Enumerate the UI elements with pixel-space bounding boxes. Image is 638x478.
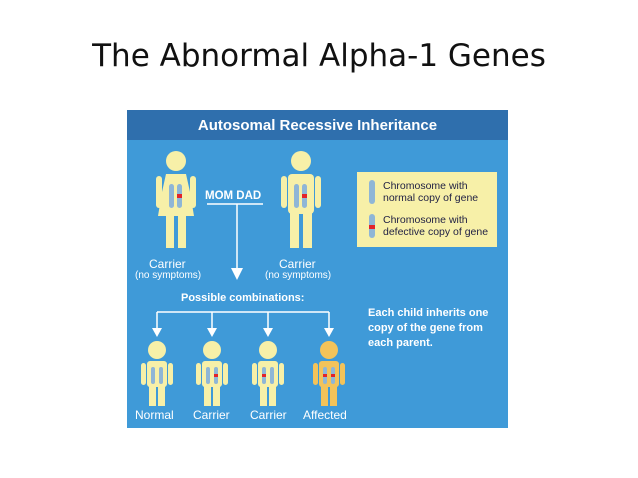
mom-note: (no symptoms) bbox=[135, 270, 202, 281]
dad-figure bbox=[281, 151, 321, 248]
banner-title: Autosomal Recessive Inheritance bbox=[197, 117, 438, 134]
mom-status: Carrier bbox=[149, 257, 186, 271]
child-carrier-1-figure bbox=[196, 341, 228, 406]
child-label-carrier-2: Carrier bbox=[250, 408, 287, 422]
legend-box: Chromosome with normal copy of gene Chro… bbox=[357, 172, 497, 247]
connector-lines bbox=[152, 203, 334, 337]
child-label-affected: Affected bbox=[303, 408, 347, 422]
child-label-carrier-1: Carrier bbox=[193, 408, 230, 422]
inheritance-diagram: Autosomal Recessive Inheritance bbox=[127, 110, 508, 428]
child-label-normal: Normal bbox=[135, 408, 174, 422]
explanation-text: Each child inherits one copy of the gene… bbox=[368, 307, 489, 349]
defective-chromosome-icon bbox=[369, 214, 375, 238]
child-normal-figure bbox=[141, 341, 173, 406]
diagram-banner: Autosomal Recessive Inheritance bbox=[127, 110, 508, 140]
dad-status: Carrier bbox=[279, 257, 316, 271]
combinations-label: Possible combinations: bbox=[181, 292, 305, 304]
legend-normal-text: Chromosome with normal copy of gene bbox=[383, 180, 479, 204]
mom-figure bbox=[156, 151, 196, 248]
slide-title: The Abnormal Alpha-1 Genes bbox=[92, 38, 546, 74]
child-carrier-2-figure bbox=[252, 341, 284, 406]
normal-chromosome-icon bbox=[369, 180, 375, 204]
parents-label: MOM DAD bbox=[205, 190, 262, 202]
dad-note: (no symptoms) bbox=[265, 270, 332, 281]
legend-defective-text: Chromosome with defective copy of gene bbox=[383, 214, 489, 238]
child-affected-figure bbox=[313, 341, 345, 406]
